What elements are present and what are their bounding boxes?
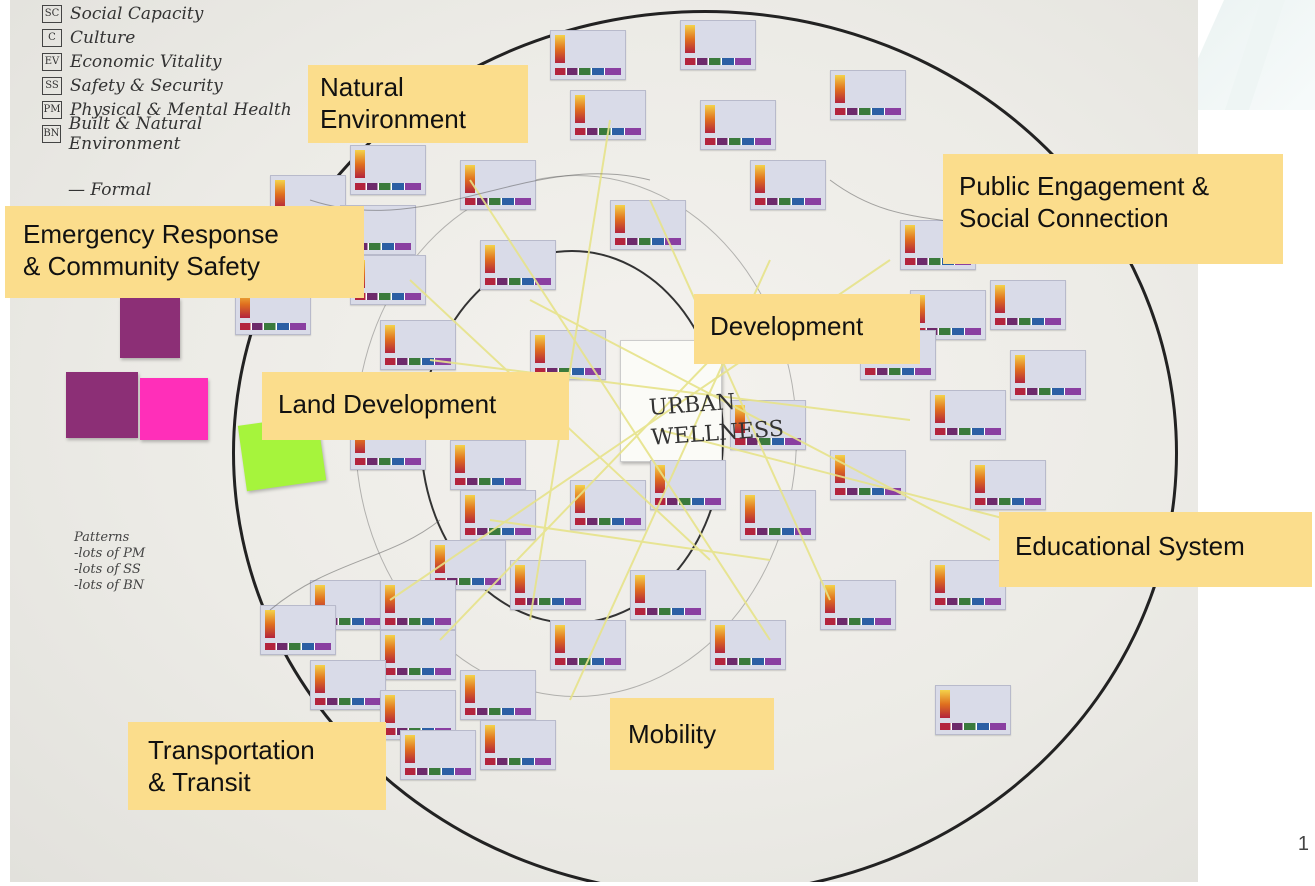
- sticky-note: [120, 298, 180, 358]
- legend-text: Physical & Mental Health: [70, 100, 292, 120]
- legend-item: C Culture: [42, 26, 302, 50]
- policy-card: [830, 70, 906, 120]
- policy-card: [750, 160, 826, 210]
- policy-card: [650, 460, 726, 510]
- legend-text: Built & Natural Environment: [68, 114, 203, 154]
- policy-card: [700, 100, 776, 150]
- legend-item: SC Social Capacity: [42, 2, 302, 26]
- label-line: Emergency Response: [23, 219, 279, 249]
- sticky-note: [140, 378, 208, 440]
- label-natural-environment: Natural Environment: [308, 65, 528, 143]
- policy-card: [1010, 350, 1086, 400]
- label-public-engagement: Public Engagement & Social Connection: [943, 154, 1283, 264]
- label-mobility: Mobility: [610, 698, 774, 770]
- sticky-note: [66, 372, 138, 438]
- legend-code: PM: [42, 101, 62, 119]
- legend-code: BN: [42, 125, 61, 143]
- legend-code: SS: [42, 77, 62, 95]
- policy-card: [990, 280, 1066, 330]
- policy-card: [930, 560, 1006, 610]
- legend-text: Safety & Security: [70, 76, 223, 96]
- policy-card: [260, 605, 336, 655]
- legend-item: EV Economic Vitality: [42, 50, 302, 74]
- policy-card: [710, 620, 786, 670]
- label-line: Environment: [320, 104, 466, 134]
- label-line: Social Connection: [959, 203, 1169, 233]
- policy-card: [510, 560, 586, 610]
- label-line: Natural: [320, 72, 404, 102]
- label-line: & Transit: [148, 767, 251, 797]
- patterns-title: Patterns: [74, 530, 130, 545]
- policy-card: [830, 450, 906, 500]
- policy-card: [480, 240, 556, 290]
- policy-card: [550, 30, 626, 80]
- yarn-connections: [269, 119, 1051, 701]
- policy-card: [935, 685, 1011, 735]
- label-line: & Community Safety: [23, 251, 260, 281]
- label-line: Development: [710, 311, 864, 341]
- policy-card: [970, 460, 1046, 510]
- center-wellness-text: URBAN WELLNESS: [648, 389, 785, 451]
- patterns-line: -lots of SS: [74, 562, 141, 577]
- policy-card: [460, 670, 536, 720]
- policy-card: [310, 660, 386, 710]
- legend-code: C: [42, 29, 62, 47]
- label-transportation-transit: Transportation & Transit: [128, 722, 386, 810]
- label-development: Development: [694, 294, 920, 364]
- policy-card: [740, 490, 816, 540]
- policy-card: [610, 200, 686, 250]
- legend: SC Social Capacity C Culture EV Economic…: [42, 2, 302, 154]
- legend-text: Economic Vitality: [70, 52, 222, 72]
- policy-card: [350, 145, 426, 195]
- policy-card: [930, 390, 1006, 440]
- policy-card: [460, 160, 536, 210]
- policy-card: [480, 720, 556, 770]
- patterns-note: Patterns -lots of PM -lots of SS -lots o…: [74, 530, 194, 594]
- whiteboard-photo: SC Social Capacity C Culture EV Economic…: [10, 0, 1198, 882]
- patterns-line: -lots of PM: [74, 546, 146, 561]
- slide-number: 1: [1297, 833, 1309, 855]
- legend-formal: — Formal: [68, 180, 152, 200]
- policy-card: [450, 440, 526, 490]
- policy-card: [460, 490, 536, 540]
- legend-text: Culture: [70, 28, 136, 48]
- label-line: Educational System: [1015, 531, 1245, 561]
- label-educational-system: Educational System: [999, 512, 1312, 587]
- label-line: Mobility: [628, 719, 717, 749]
- legend-code: EV: [42, 53, 62, 71]
- policy-card: [380, 630, 456, 680]
- policy-card: [630, 570, 706, 620]
- legend-text: Social Capacity: [70, 4, 204, 24]
- patterns-line: -lots of BN: [74, 578, 145, 593]
- legend-item: PM Physical & Mental Health: [42, 98, 302, 122]
- label-line: Land Development: [278, 389, 497, 419]
- legend-item: SS Safety & Security: [42, 74, 302, 98]
- label-land-development: Land Development: [262, 372, 569, 440]
- policy-card: [400, 730, 476, 780]
- legend-code: SC: [42, 5, 62, 23]
- label-emergency-response: Emergency Response & Community Safety: [5, 206, 364, 298]
- label-line: Public Engagement &: [959, 171, 1210, 201]
- outer-circle: [232, 10, 1178, 882]
- policy-card: [380, 580, 456, 630]
- policy-card: [680, 20, 756, 70]
- label-line: Transportation: [148, 735, 315, 765]
- legend-item: BN Built & Natural Environment: [42, 114, 302, 154]
